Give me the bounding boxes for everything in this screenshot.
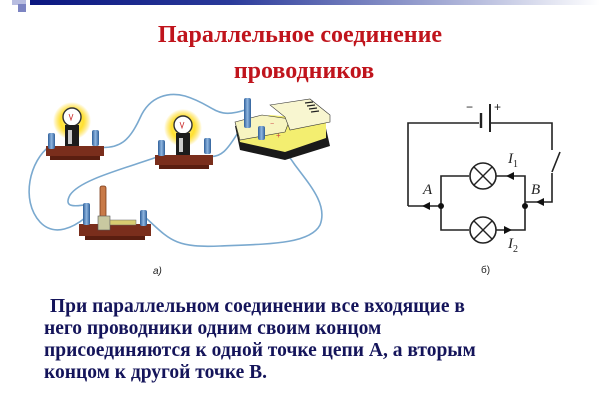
current-1-label: I1 (508, 151, 518, 170)
lamp-1 (46, 102, 104, 160)
description-line-3: присоединяются к одной точке цепи А, а в… (44, 340, 476, 361)
current-2-label: I2 (508, 236, 518, 255)
top-gradient-bar (30, 0, 600, 5)
title-line-1: Параллельное соединение (157, 22, 443, 48)
description-text: При параллельном соединении все входящие… (44, 296, 584, 384)
figure-b-schematic (407, 104, 561, 244)
decor-square (12, 0, 26, 5)
figure-a-caption: а) (153, 266, 162, 277)
battery-plus-label: + (494, 100, 502, 114)
svg-text:−: − (270, 121, 274, 128)
node-b-dot (522, 203, 528, 209)
title-line-2: проводников (233, 58, 375, 84)
description-line-4: концом к другой точке В. (44, 362, 268, 383)
knife-switch (79, 185, 151, 240)
description-line-1: При параллельном соединении все входящие… (50, 296, 465, 317)
description-line-2: него проводники одним своим концом (44, 318, 382, 339)
lamp-symbol-1 (469, 162, 497, 190)
decor-square (18, 4, 26, 12)
current-arrows (422, 172, 544, 234)
node-a-dot (438, 203, 444, 209)
lamp-2 (155, 109, 213, 169)
node-b-label: B (531, 182, 541, 198)
lamp-symbol-2 (469, 216, 497, 244)
battery-minus-label: − (466, 100, 474, 114)
battery: − + (234, 98, 331, 160)
figure-b-caption: б) (481, 265, 491, 276)
figure-a-pictorial-circuit: − + (28, 93, 331, 248)
svg-text:+: + (276, 131, 281, 140)
node-a-label: A (423, 182, 433, 198)
